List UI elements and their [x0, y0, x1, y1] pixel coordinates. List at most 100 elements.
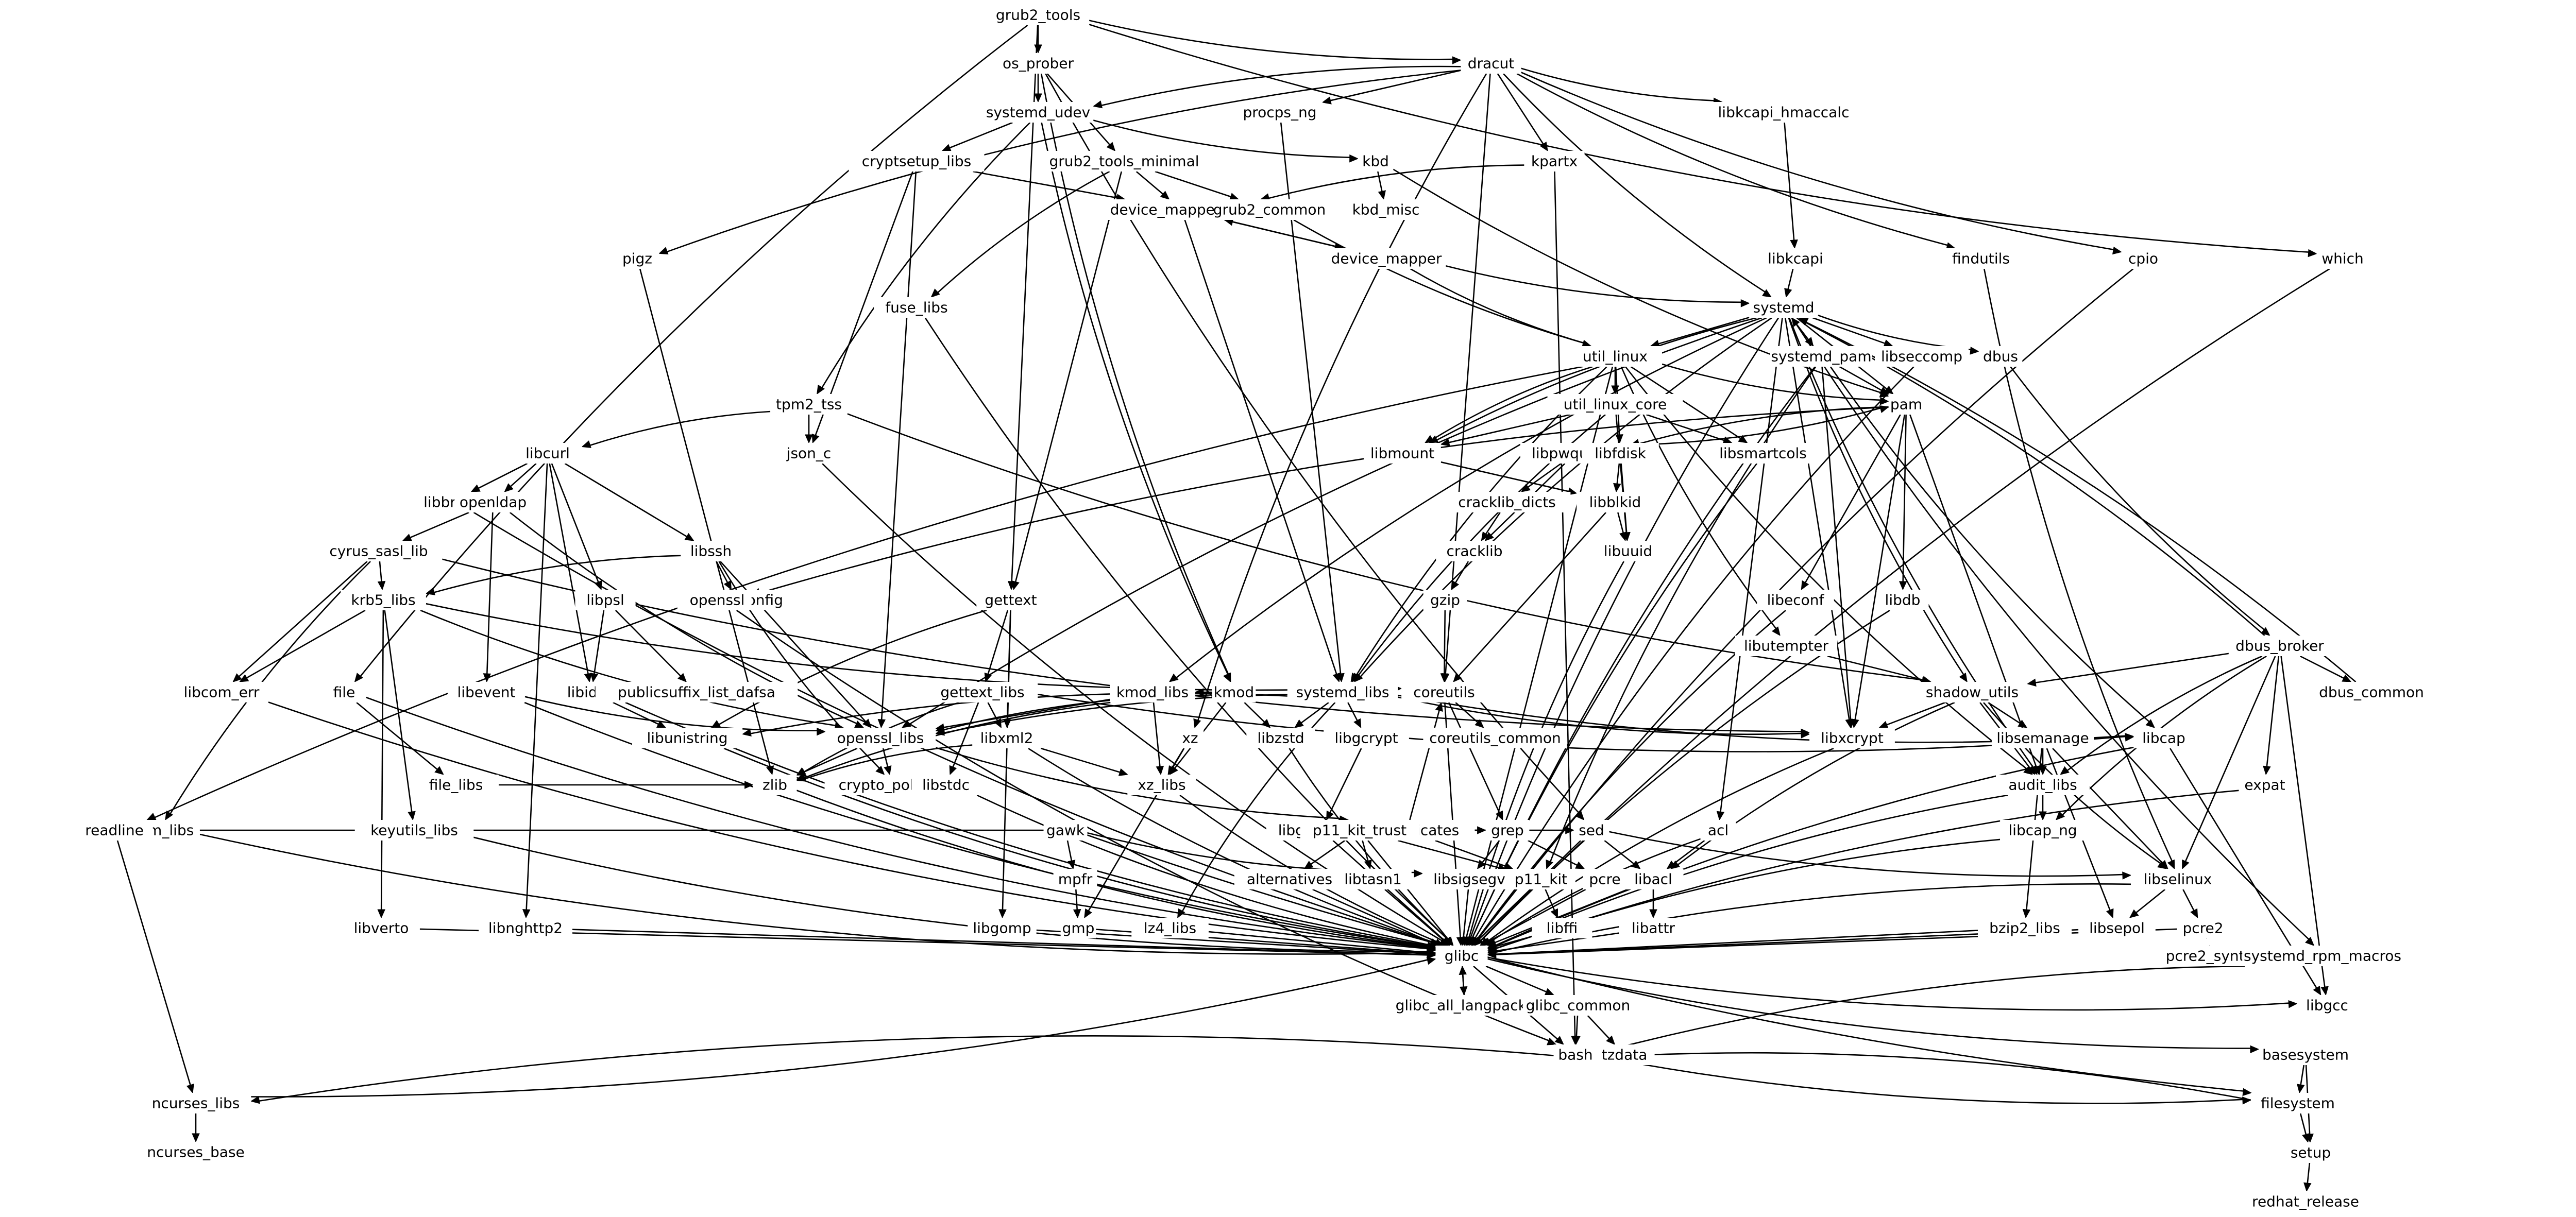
arrowhead	[2190, 908, 2198, 919]
arrowhead	[2250, 1045, 2260, 1054]
node-libfdisk: libfdisk	[1582, 443, 1659, 464]
arrowhead	[2167, 859, 2175, 870]
edge-line	[667, 70, 1461, 252]
arrowhead	[998, 909, 1007, 919]
node-label: audit_libs	[2008, 777, 2077, 794]
arrowhead	[1481, 531, 1489, 542]
edge-line	[1184, 219, 1337, 675]
edge-line	[1617, 512, 1624, 533]
node-device-mapper: device_mapper	[1327, 248, 1446, 269]
edge-grub2_tools_minimal-to-device_mapper_libs	[1136, 171, 1170, 200]
arrowhead	[1565, 826, 1574, 834]
edge-line	[1487, 888, 1586, 942]
arrowhead	[1378, 190, 1386, 200]
node-pcre: pcre	[1583, 869, 1627, 889]
node-label: dbus_broker	[2235, 638, 2324, 655]
edge-line	[1788, 317, 1964, 675]
arrowhead	[1970, 347, 1979, 355]
node-label: openldap	[460, 494, 527, 511]
node-background	[1443, 492, 1571, 512]
edge-libblkid-to-coreutils	[1453, 512, 1606, 682]
node-background	[982, 102, 1094, 123]
node-background	[1876, 590, 1929, 610]
node-libcurl: libcurl	[513, 443, 582, 464]
edge-line	[1006, 610, 1011, 720]
edge-libcurl-to-libbrotli	[470, 462, 528, 492]
node-label: json_c	[786, 445, 832, 462]
edge-libssh-to-openssl_libs	[720, 561, 872, 728]
arrowhead	[1740, 299, 1750, 307]
edge-line	[1435, 839, 1505, 867]
edge-line	[590, 410, 771, 446]
node-libeconf: libeconf	[1757, 590, 1834, 610]
arrowhead	[186, 1084, 194, 1094]
edge-systemd_udev-to-kmod	[1041, 122, 1231, 683]
node-label: libgomp	[973, 920, 1031, 937]
edge-libcurl-to-libssh	[564, 462, 694, 541]
edge-line	[1788, 317, 2034, 768]
arrowhead	[1546, 859, 1553, 870]
edge-line	[551, 463, 599, 582]
arrowhead	[1303, 861, 1314, 869]
node-background	[1770, 346, 1873, 367]
node-label: keyutils_libs	[370, 822, 458, 839]
arrowhead	[877, 719, 886, 729]
arrowhead	[1879, 405, 1889, 413]
node-pigz: pigz	[615, 248, 659, 269]
node-background	[1324, 728, 1409, 748]
edge-line	[1806, 321, 2357, 682]
arrowhead	[1352, 673, 1361, 683]
node-background	[1246, 728, 1315, 748]
edge-ca_certificates-to-p11_kit	[1435, 839, 1514, 870]
edge-libevent-to-openssl_libs	[524, 696, 826, 736]
node-label: procps_ng	[1243, 104, 1316, 121]
node-label: libacl	[1634, 871, 1672, 888]
node-label: gettext	[985, 592, 1037, 609]
node-libunistring: libunistring	[632, 728, 743, 748]
node-background	[448, 682, 525, 702]
edge-kmod-to-libzstd	[1244, 702, 1271, 728]
arrowhead	[581, 440, 591, 448]
node-background	[1127, 775, 1196, 795]
edge-libsigsegv-to-glibc	[1459, 889, 1469, 947]
edge-line	[384, 610, 413, 812]
node-cryptsetup-libs: cryptsetup_libs	[849, 151, 985, 172]
edge-line	[524, 696, 817, 732]
edge-line	[2299, 1113, 2307, 1135]
node-background	[1619, 918, 1688, 938]
edge-gawk-to-mpfr	[1066, 840, 1076, 870]
edge-libfdisk-to-libblkid	[1613, 463, 1621, 493]
arrowhead	[1801, 580, 1809, 591]
node-label: libutempter	[1744, 638, 1829, 655]
node-systemd: systemd	[1749, 297, 1818, 318]
node-background	[2284, 1142, 2337, 1163]
edge-line	[804, 747, 858, 773]
arrowhead	[1011, 580, 1020, 591]
edge-line	[155, 366, 1583, 818]
edge-line	[615, 610, 681, 677]
edge-line	[613, 701, 659, 725]
arrowhead	[1716, 811, 1725, 821]
node-label: libgcrypt	[1334, 730, 1398, 747]
edge-line	[419, 928, 1428, 956]
edge-kmod_libs-to-xz_libs	[1153, 702, 1164, 776]
arrowhead	[1156, 765, 1164, 776]
node-setup: setup	[2284, 1142, 2337, 1163]
node-libsmartcols: libsmartcols	[1707, 443, 1819, 464]
node-label: basesystem	[2262, 1047, 2349, 1064]
edge-libselinux-to-pcre2	[2182, 889, 2198, 919]
edge-line	[1310, 839, 1346, 865]
node-background	[911, 775, 980, 795]
node-label: acl	[1708, 822, 1728, 839]
arrowhead	[2039, 766, 2047, 776]
edge-line	[1432, 366, 1593, 440]
arrowhead	[744, 781, 754, 789]
edge-cracklib-to-gzip	[1451, 561, 1469, 591]
node-background	[1461, 53, 1521, 74]
arrowhead	[811, 433, 820, 444]
edge-line	[2280, 656, 2326, 987]
arrowhead	[483, 673, 492, 683]
arrowhead	[192, 1133, 200, 1143]
edge-line	[1093, 119, 1350, 158]
node-libxml2: libxml2	[972, 728, 1041, 748]
